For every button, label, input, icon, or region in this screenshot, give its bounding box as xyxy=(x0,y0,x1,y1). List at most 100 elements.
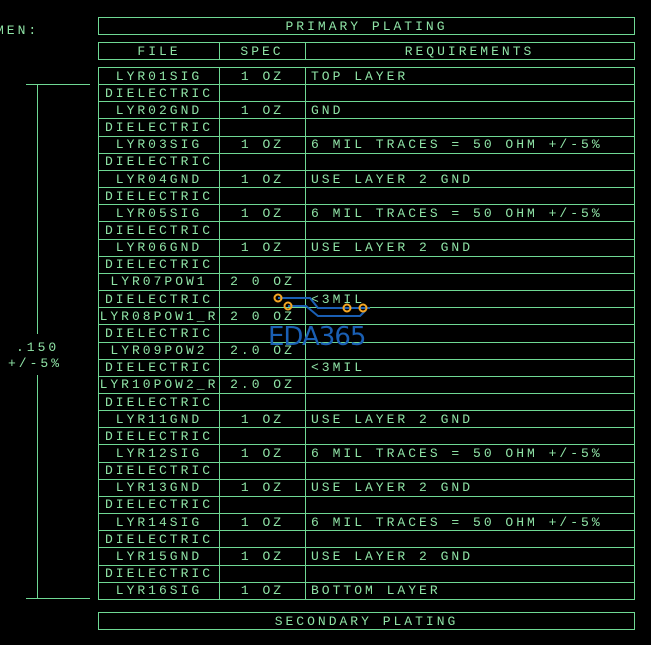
table-row: DIELECTRIC xyxy=(98,564,635,582)
table-row: DIELECTRIC xyxy=(98,324,635,342)
dimension-top-line xyxy=(26,84,90,85)
spec-cell: 2.0 OZ xyxy=(220,376,306,393)
file-cell: LYR10POW2_R xyxy=(99,376,220,393)
requirement-cell: BOTTOM LAYER xyxy=(311,583,441,599)
table-row: DIELECTRIC xyxy=(98,84,635,102)
file-cell: LYR05SIG xyxy=(99,205,220,222)
spec-cell: 1 OZ xyxy=(220,205,306,222)
spec-cell xyxy=(220,119,306,136)
requirement-cell xyxy=(311,394,631,410)
file-cell: DIELECTRIC xyxy=(99,153,220,170)
file-cell: LYR04GND xyxy=(99,170,220,188)
table-row: DIELECTRIC xyxy=(98,530,635,548)
spec-cell: 1 OZ xyxy=(220,514,306,531)
spec-cell xyxy=(220,325,306,342)
header-spec: SPEC xyxy=(219,42,306,60)
spec-cell: 1 OZ xyxy=(220,548,306,565)
table-row: DIELECTRIC xyxy=(98,255,635,273)
requirement-cell xyxy=(311,154,631,170)
file-cell: DIELECTRIC xyxy=(99,428,220,445)
requirement-cell: 6 MIL TRACES = 50 OHM +/-5% xyxy=(311,137,603,153)
file-cell: DIELECTRIC xyxy=(99,119,220,136)
table-row: DIELECTRIC xyxy=(98,221,635,239)
requirement-cell xyxy=(311,531,631,547)
table-row: DIELECTRIC xyxy=(98,392,635,411)
spec-cell xyxy=(220,496,306,514)
file-cell: DIELECTRIC xyxy=(99,291,220,308)
file-cell: DIELECTRIC xyxy=(99,565,220,582)
spec-cell xyxy=(220,222,306,239)
spec-cell xyxy=(220,359,306,376)
requirement-cell: 6 MIL TRACES = 50 OHM +/-5% xyxy=(311,446,603,462)
requirement-cell: USE LAYER 2 GND xyxy=(311,548,474,564)
spec-cell xyxy=(220,291,306,308)
file-cell: LYR13GND xyxy=(99,479,220,496)
dimension-bottom-line xyxy=(26,598,90,599)
requirement-cell xyxy=(311,85,631,101)
requirement-cell: 6 MIL TRACES = 50 OHM +/-5% xyxy=(311,205,603,221)
file-cell: DIELECTRIC xyxy=(99,222,220,239)
table-row: DIELECTRIC xyxy=(98,118,635,136)
file-cell: DIELECTRIC xyxy=(99,462,220,479)
primary-plating-header: PRIMARY PLATING xyxy=(98,17,635,35)
file-cell: DIELECTRIC xyxy=(99,393,220,411)
file-cell: LYR08POW1_R xyxy=(99,308,220,325)
file-cell: DIELECTRIC xyxy=(99,531,220,548)
requirement-cell: USE LAYER 2 GND xyxy=(311,480,474,496)
file-cell: LYR09POW2 xyxy=(99,342,220,359)
requirement-cell: <3MIL xyxy=(311,291,366,307)
requirement-cell xyxy=(311,377,631,393)
table-row: DIELECTRIC<3MIL xyxy=(98,358,635,376)
dimension-value: .150 xyxy=(16,340,60,355)
requirement-cell xyxy=(311,497,631,513)
spec-cell xyxy=(220,85,306,102)
table-row: DIELECTRIC <3MIL xyxy=(98,290,635,308)
spec-cell: 1 OZ xyxy=(220,239,306,256)
file-cell: DIELECTRIC xyxy=(99,256,220,273)
file-cell: DIELECTRIC xyxy=(99,325,220,342)
dimension-vertical-line-top xyxy=(37,84,38,334)
file-cell: DIELECTRIC xyxy=(99,496,220,514)
header-file: FILE xyxy=(98,42,220,60)
file-cell: DIELECTRIC xyxy=(99,359,220,376)
file-cell: DIELECTRIC xyxy=(99,85,220,102)
dimension-vertical-line-bottom xyxy=(37,375,38,598)
file-cell: DIELECTRIC xyxy=(99,188,220,205)
dimension-tolerance: +/-5% xyxy=(8,356,63,371)
requirement-cell xyxy=(311,119,631,135)
file-cell: LYR15GND xyxy=(99,548,220,565)
file-cell: LYR02GND xyxy=(99,102,220,119)
spec-cell: 1 OZ xyxy=(220,170,306,188)
side-label: MEN: xyxy=(0,23,40,38)
requirement-cell: USE LAYER 2 GND xyxy=(311,411,474,427)
spec-cell xyxy=(220,393,306,411)
table-row: DIELECTRIC xyxy=(98,152,635,170)
spec-cell xyxy=(220,188,306,205)
file-cell: LYR03SIG xyxy=(99,136,220,153)
secondary-plating-header: SECONDARY PLATING xyxy=(98,612,635,630)
spec-cell xyxy=(220,531,306,548)
table-row: DIELECTRIC xyxy=(98,495,635,514)
watermark-trace-icon xyxy=(273,293,370,317)
spec-cell: 1 OZ xyxy=(220,582,306,599)
spec-cell: 2 0 OZ xyxy=(220,273,306,291)
requirement-cell xyxy=(311,428,631,444)
header-requirements: REQUIREMENTS xyxy=(305,42,635,60)
requirement-cell: USE LAYER 2 GND xyxy=(311,240,474,256)
spec-cell xyxy=(220,565,306,582)
watermark-logo: EDA365 xyxy=(268,322,366,352)
requirement-cell: 6 MIL TRACES = 50 OHM +/-5% xyxy=(311,514,603,530)
requirement-cell xyxy=(311,222,631,238)
requirement-cell xyxy=(311,463,631,479)
requirement-cell: GND xyxy=(311,102,344,118)
